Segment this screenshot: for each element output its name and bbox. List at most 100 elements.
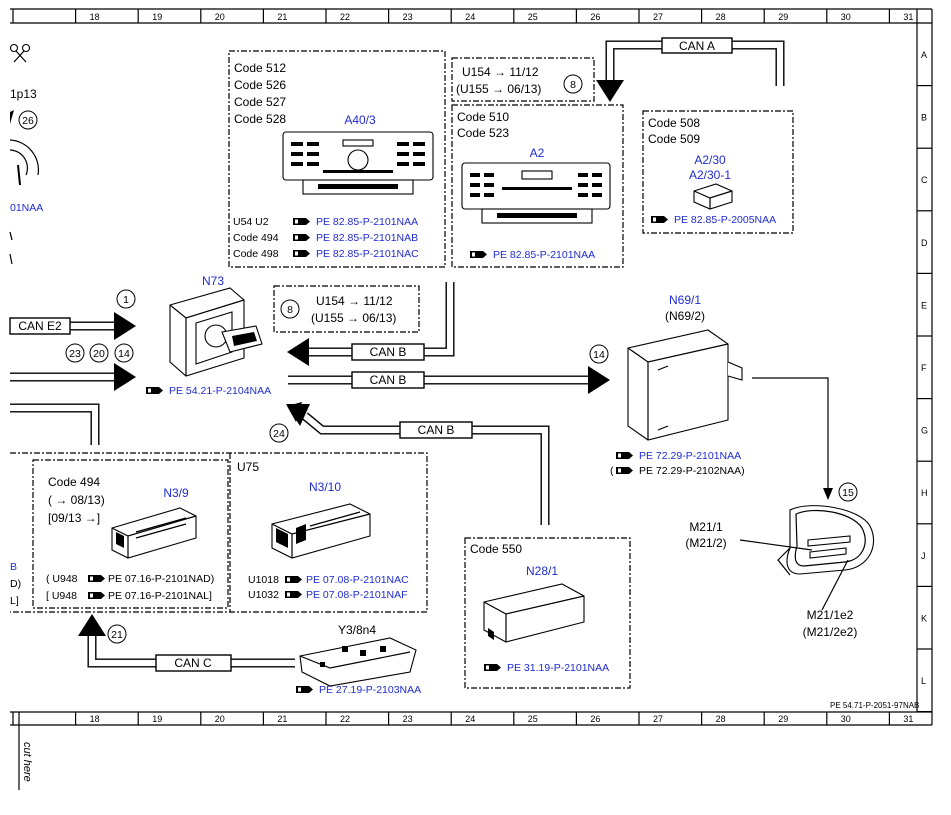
cut-here-label: cut here — [21, 742, 33, 782]
n69-module-icon — [627, 329, 743, 441]
ruler-bottom-22: 22 — [340, 714, 350, 724]
n73-ref: PE 54.21-P-2104NAA — [169, 385, 271, 397]
a40-name: A40/3 — [344, 113, 376, 127]
marker-14-left: 14 — [118, 348, 130, 360]
n3-9-refs-ref-2: PE 07.16-P-2101NAL] — [108, 590, 212, 602]
ruler-top-31: 31 — [903, 12, 913, 22]
n3-10-refs-label-1: U1018 — [248, 574, 279, 586]
u154-mid-line1: U154 → 11/12 — [316, 294, 393, 308]
a2-30-module-icon — [693, 183, 733, 210]
n3-9-ecu-icon — [111, 507, 197, 559]
a40-code-2: Code 526 — [234, 78, 286, 92]
ruler-right-A: A — [921, 50, 927, 60]
m21-alt2: (M21/2e2) — [803, 625, 858, 639]
ruler-right-D: D — [921, 238, 928, 248]
n69-ref2: PE 72.29-P-2102NAA) — [639, 465, 745, 477]
ruler-top-22: 22 — [340, 12, 350, 22]
n3-9-line2: [09/13 →] — [48, 511, 100, 525]
a2-code-2: Code 523 — [457, 126, 509, 140]
n69-alt: (N69/2) — [665, 309, 705, 323]
m21-name1: M21/1 — [689, 520, 723, 534]
fragment-l: L] — [10, 595, 19, 607]
fragment-1p13: 1p13 — [10, 87, 37, 101]
ruler-right-F: F — [921, 363, 927, 373]
frame — [10, 8, 933, 790]
n3-9-line1: ( → 08/13) — [48, 493, 105, 507]
ruler-right-H: H — [921, 488, 928, 498]
marker-8-mid — [280, 299, 300, 319]
a40-code-1: Code 512 — [234, 61, 286, 75]
can-c-bus: CAN C — [78, 614, 295, 672]
left-bus-n73 — [10, 363, 136, 391]
ruler-bottom-31: 31 — [903, 714, 913, 724]
ruler-bottom-23: 23 — [403, 714, 413, 724]
n28-group: Code 550 N28/1 PE 31.19-P-2101NAA — [470, 542, 609, 674]
ruler-top-27: 27 — [653, 12, 663, 22]
ruler-bottom-25: 25 — [528, 714, 538, 724]
n3-9-code: Code 494 — [48, 475, 100, 489]
y3-group: Y3/8n4 PE 27.19-P-2103NAA — [296, 623, 421, 696]
n3-10-refs-ref-1: PE 07.08-P-2101NAC — [306, 574, 409, 586]
a2-ref: PE 82.85-P-2101NAA — [493, 249, 595, 261]
ruler-right-G: G — [921, 426, 928, 436]
frame-label: PE 54.71-P-2051-97NAB — [830, 701, 919, 710]
a2-30-group: Code 508 Code 509 A2/30 A2/30-1 PE 82.85… — [648, 116, 776, 226]
n69-name: N69/1 — [669, 293, 701, 307]
ruler-top-30: 30 — [841, 12, 851, 22]
n28-code: Code 550 — [470, 542, 522, 556]
u154-mid: 8 U154 → 11/12 (U155 → 06/13) — [280, 294, 396, 325]
a40-radio-icon — [282, 131, 434, 195]
u154-mid-line2: (U155 → 06/13) — [311, 311, 396, 325]
n3-10-name: N3/10 — [309, 480, 341, 494]
a40-refs-label-1: U54 U2 — [233, 216, 269, 228]
a2-code-1: Code 510 — [457, 110, 509, 124]
ruler-top-24: 24 — [465, 12, 475, 22]
n73-name: N73 — [202, 274, 224, 288]
a40-refs-label-2: Code 494 — [233, 232, 279, 244]
marker-8-top-text: 8 — [570, 79, 576, 91]
ruler-bottom-27: 27 — [653, 714, 663, 724]
n3-9-refs-ref-1: PE 07.16-P-2101NAD) — [108, 573, 214, 585]
ruler-right-J: J — [921, 551, 926, 561]
fragment-b: B — [10, 561, 17, 573]
can-b-label-3: CAN B — [418, 423, 455, 437]
marker-14-right: 14 — [593, 349, 605, 361]
a2-30-name1: A2/30 — [694, 153, 726, 167]
ruler-bottom-28: 28 — [716, 714, 726, 724]
n28-module-icon — [483, 583, 585, 643]
markers: 1 23 20 14 14 24 15 21 — [65, 289, 858, 644]
u154-top: U154 → 11/12 (U155 → 06/13) 8 — [456, 65, 583, 96]
ruler-top-18: 18 — [90, 12, 100, 22]
a40-refs-ref-2: PE 82.85-P-2101NAB — [316, 232, 418, 244]
ruler-top-23: 23 — [403, 12, 413, 22]
ruler-top-19: 19 — [152, 12, 162, 22]
ruler-bottom-20: 20 — [215, 714, 225, 724]
a40-code-3: Code 527 — [234, 95, 286, 109]
ruler-bottom-21: 21 — [277, 714, 287, 724]
can-c-label: CAN C — [174, 656, 212, 670]
a2-30-name2: A2/30-1 — [689, 168, 731, 182]
a2-group-box — [451, 104, 624, 268]
ruler-bottom-29: 29 — [778, 714, 788, 724]
m21-alt1: (M21/2) — [685, 536, 726, 550]
scissors-icon — [9, 43, 31, 63]
ruler-right-L: L — [921, 676, 926, 686]
a2-group: Code 510 Code 523 A2 PE 82.85-P-2101NAA — [457, 110, 611, 261]
can-e2-label: CAN E2 — [18, 319, 62, 333]
marker-8-mid-text: 8 — [287, 304, 293, 316]
n69-ref2-prefix: ( — [610, 465, 614, 477]
marker-1: 1 — [123, 294, 129, 306]
a2-radio-icon — [461, 162, 611, 224]
y3-valve-body-icon — [299, 637, 417, 687]
ruler-bottom-18: 18 — [90, 714, 100, 724]
marker-26: 26 — [22, 115, 34, 127]
m21-name2: M21/1e2 — [807, 608, 854, 622]
u154-top-line2: (U155 → 06/13) — [456, 82, 541, 96]
n69-m21-line — [752, 377, 833, 500]
ruler-top-21: 21 — [277, 12, 287, 22]
